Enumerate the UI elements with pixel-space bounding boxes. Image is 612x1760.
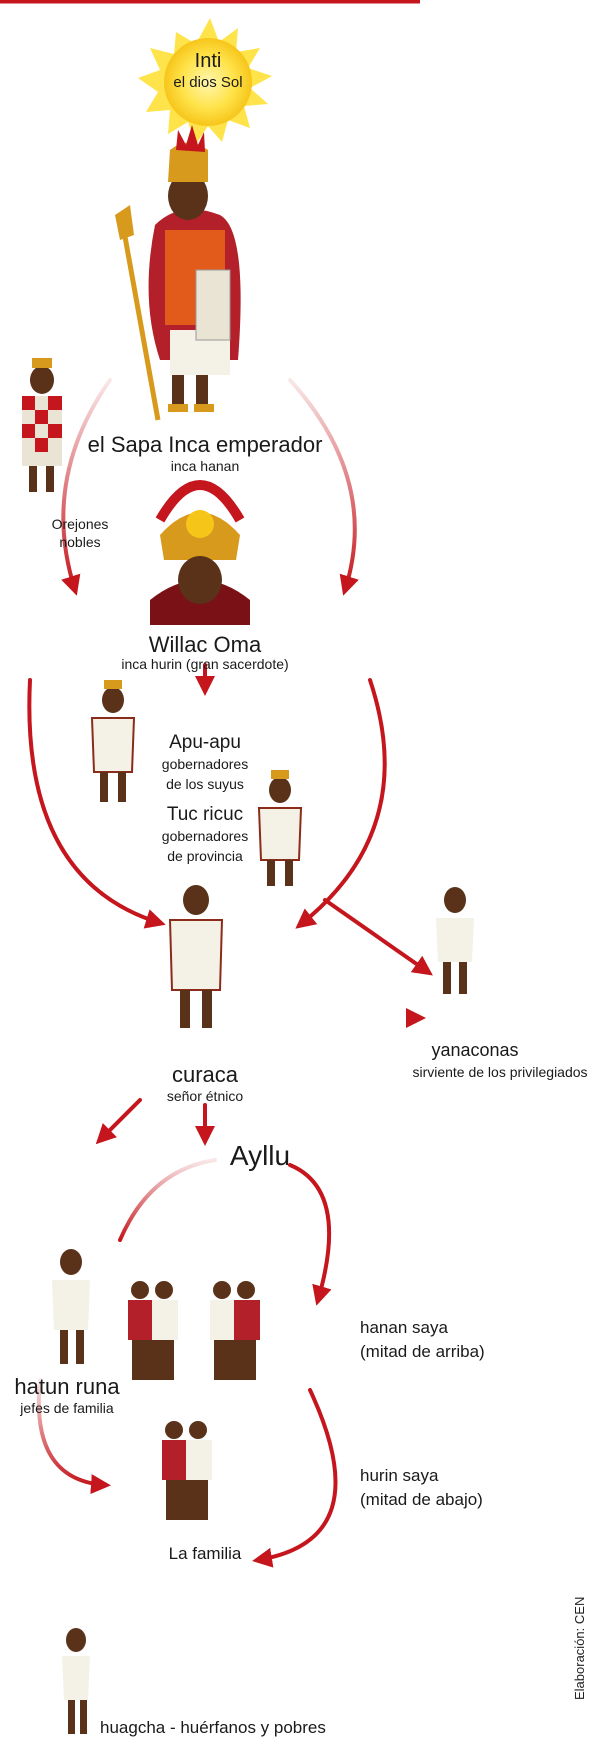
- apu-apu-figure-icon: [90, 680, 136, 802]
- sapa-inca-figure-icon: [115, 125, 241, 421]
- arrow-tuc-to-yanaconas: [323, 898, 433, 976]
- hurin-saya-line2: (mitad de abajo): [360, 1490, 483, 1509]
- arrow-willac-to-curaca-right: [295, 678, 387, 929]
- orejones-line1: Orejones: [51, 516, 109, 532]
- hatun-runa-subtitle: jefes de familia: [20, 1400, 114, 1416]
- arrow-hanan-to-hurin: [252, 1388, 338, 1568]
- sapa-inca-title: el Sapa Inca emperador: [87, 432, 323, 457]
- hanan-family-2-icon: [210, 1281, 260, 1380]
- orejon-figure-icon: [22, 358, 62, 492]
- hatun-runa-title: hatun runa: [14, 1374, 120, 1399]
- hurin-saya-line1: hurin saya: [360, 1466, 439, 1485]
- arrow-ayllu-to-hanan-right: [288, 1163, 332, 1306]
- hanan-family-icon: [128, 1281, 178, 1380]
- arrow-sapa-to-willac-right: [288, 378, 359, 596]
- arrow-curaca-to-hatun: [95, 1098, 142, 1145]
- yanaconas-subtitle: sirviente de los privilegiados: [412, 1064, 588, 1080]
- arrow-willac-to-curaca-left: [27, 678, 166, 929]
- yanaconas-title: yanaconas: [431, 1040, 519, 1060]
- apu-apu-line2: de los suyus: [166, 776, 244, 792]
- tuc-ricuc-figure-icon: [257, 770, 303, 886]
- credit-text: Elaboración: CEN: [572, 1596, 587, 1700]
- sapa-inca-subtitle: inca hanan: [170, 458, 240, 474]
- yanacona-figure-icon: [436, 887, 474, 994]
- apu-apu-title: Apu-apu: [169, 732, 241, 753]
- arrow-sapa-to-willac-left: [61, 378, 112, 596]
- tuc-ricuc-title: Tuc ricuc: [166, 804, 244, 825]
- curaca-title: curaca: [171, 1062, 239, 1087]
- hanan-saya-line1: hanan saya: [360, 1318, 448, 1337]
- inti-title: Inti: [194, 50, 222, 72]
- arrow-hatun-to-familia: [36, 1378, 111, 1495]
- huagcha-figure-icon: [62, 1628, 90, 1734]
- ayllu-title: Ayllu: [229, 1140, 291, 1171]
- curaca-subtitle: señor étnico: [166, 1088, 244, 1104]
- curaca-figure-icon: [168, 885, 224, 1028]
- apu-apu-line1: gobernadores: [161, 756, 249, 772]
- huagcha-title: huagcha - huérfanos y pobres: [100, 1718, 326, 1737]
- willac-oma-subtitle: inca hurin (gran sacerdote): [121, 656, 289, 672]
- hatun-runa-figure-icon: [52, 1249, 90, 1364]
- orejones-line2: nobles: [59, 534, 101, 550]
- tuc-ricuc-line1: gobernadores: [161, 828, 249, 844]
- sun-icon: [138, 18, 272, 144]
- familia-title: La familia: [168, 1544, 242, 1563]
- tuc-ricuc-line2: de provincia: [167, 848, 243, 864]
- arrow-ayllu-to-hanan: [118, 1158, 217, 1242]
- inti-subtitle: el dios Sol: [173, 74, 243, 91]
- hanan-saya-line2: (mitad de arriba): [360, 1342, 485, 1361]
- willac-oma-figure-icon: [150, 480, 250, 625]
- hurin-family-icon: [162, 1421, 212, 1520]
- header-fragment: [0, 0, 420, 4]
- willac-oma-title: Willac Oma: [148, 632, 262, 657]
